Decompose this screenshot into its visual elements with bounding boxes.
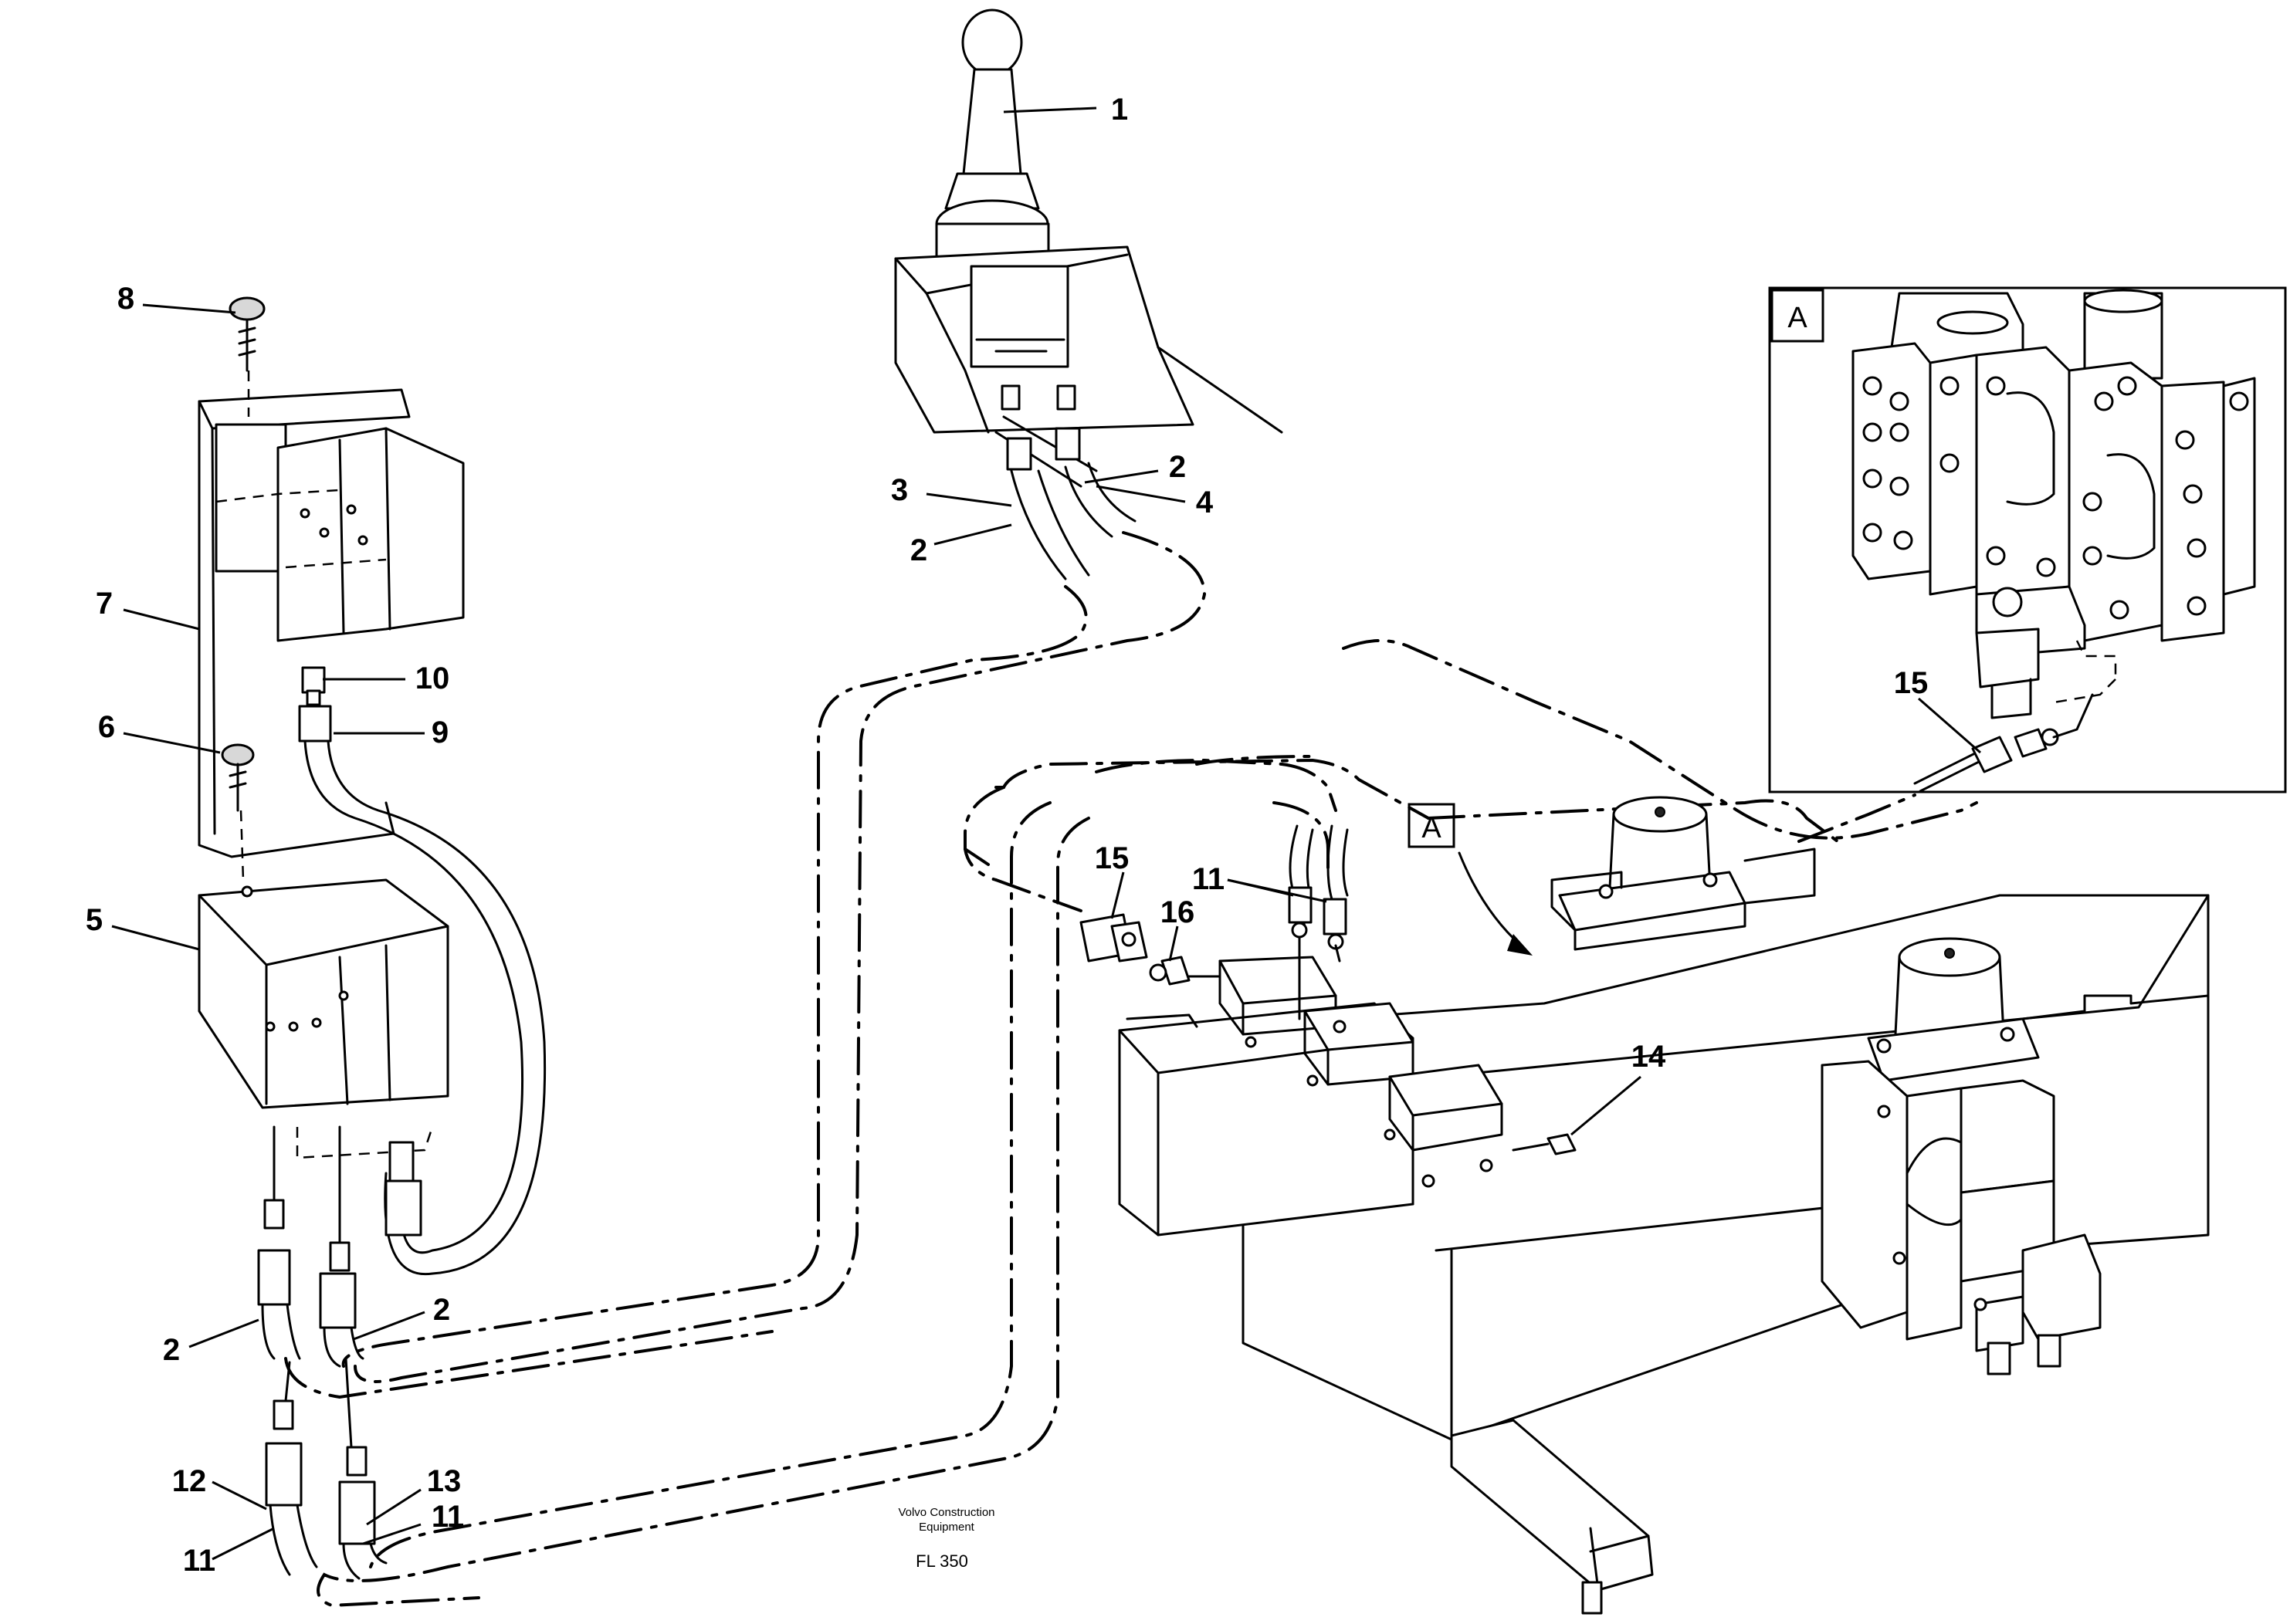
detail-pointer-a: A [1408,803,1533,956]
callout-3: 3 [891,473,908,507]
detail-inset-a: A [1768,286,2287,793]
callout-16: 16 [1160,895,1195,929]
callout-7: 7 [96,587,113,621]
callout-15-main: 15 [1095,841,1130,875]
callout-2-lower-left: 2 [163,1333,180,1367]
callout-2-lower-right: 2 [433,1293,450,1327]
manufacturer-line-1: Volvo Construction [898,1506,994,1519]
main-control-valve [1079,796,2210,1615]
callout-2-lever-right: 2 [1169,450,1186,484]
callout-13: 13 [427,1464,462,1498]
callout-11-lower-left: 11 [183,1544,215,1578]
inset-label-a: A [1787,302,1807,334]
callout-9: 9 [432,716,449,749]
manufacturer-line-2: Equipment [919,1521,975,1534]
callout-11-lower-right: 11 [432,1500,464,1534]
callout-8: 8 [117,282,134,316]
callout-4: 4 [1196,486,1214,519]
drawing-footer: Volvo Construction Equipment FL 350 [898,1506,994,1571]
lower-valve-block [198,878,449,1580]
callout-10: 10 [415,661,450,695]
callout-11-centre: 11 [1192,862,1225,896]
callout-1: 1 [1111,93,1128,127]
inset-connector-line [1797,793,1916,843]
callout-15-inset: 15 [1894,666,1929,700]
pointer-label-a: A [1421,812,1441,844]
hose-routing [284,531,1978,1608]
callout-5: 5 [86,903,103,937]
callout-12: 12 [172,1464,207,1498]
callout-leaders [111,107,1981,1561]
callout-2-lever-left: 2 [910,533,927,567]
callout-labels: 1 2 3 4 2 8 7 10 6 9 5 2 2 12 13 11 11 1… [86,93,1928,1578]
control-lever-assembly [894,8,1283,580]
model-designation: FL 350 [916,1551,968,1571]
callout-14: 14 [1631,1040,1666,1074]
callout-6: 6 [98,710,115,744]
upper-valve-bracket [198,296,547,1276]
